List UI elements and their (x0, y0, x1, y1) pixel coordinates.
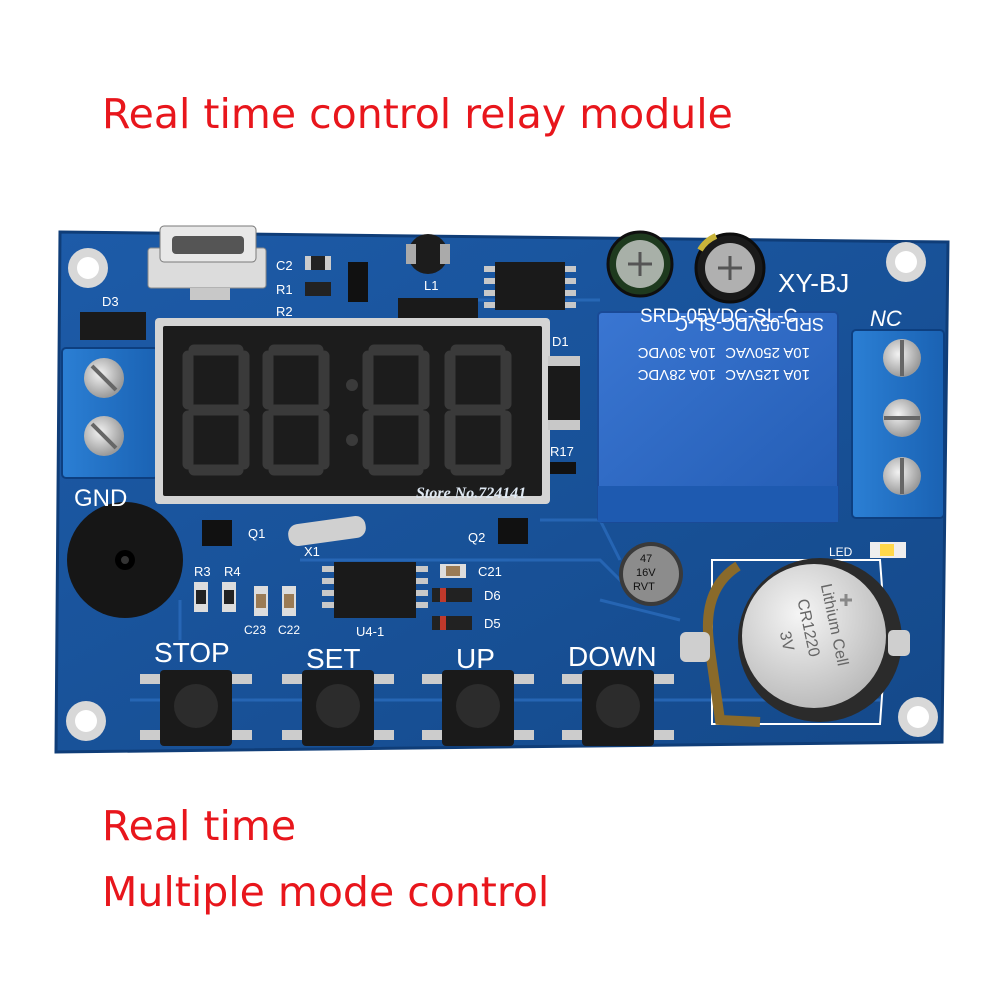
buzzer (67, 502, 183, 618)
ref-r1: R1 (276, 282, 293, 297)
down-button (562, 670, 674, 746)
relay-rating-2: 10A 30VDC (637, 344, 716, 361)
ref-c21: C21 (478, 564, 502, 579)
electrolytic-capacitors (606, 230, 766, 304)
up-button (422, 670, 534, 746)
stop-label: STOP (154, 637, 230, 668)
crystal-and-transistors (202, 515, 528, 547)
ref-r2: R2 (276, 304, 293, 319)
set-button (282, 670, 394, 746)
diode-d1 (548, 356, 580, 474)
ref-u4-1: U4-1 (356, 624, 384, 639)
cell-voltage: 3V (776, 630, 797, 653)
ref-q1: Q1 (248, 526, 265, 541)
ref-d5: D5 (484, 616, 501, 631)
gnd-label: GND (74, 485, 127, 512)
ref-r4: R4 (224, 564, 241, 579)
relay-srd-05vdc: SRD-05VDC-SL-C (597, 306, 839, 523)
mounting-holes (66, 242, 938, 741)
ref-d6: D6 (484, 588, 501, 603)
ref-r3: R3 (194, 564, 211, 579)
relay-rating-4: 10A 28VDC (637, 366, 716, 383)
led-label: LED (829, 545, 853, 559)
push-buttons (140, 670, 674, 746)
bottom-smd-components (194, 564, 472, 630)
stop-button (140, 670, 252, 746)
input-terminal-block (61, 347, 159, 479)
status-led (870, 542, 906, 558)
set-label: SET (306, 643, 360, 674)
caption-line-2: Multiple mode control (102, 868, 550, 916)
relay-rating-1: 10A 250VAC (725, 344, 810, 361)
ic-u4-1 (322, 562, 428, 618)
caption-line-1: Real time (102, 802, 297, 850)
relay-terminal-block (851, 329, 945, 519)
relay-markings: SRD-05VDC-SL-C 10A 250VAC 10A 30VDC 10A … (637, 314, 824, 383)
cap-voltage: 16V (636, 567, 656, 579)
headline-caption: Real time control relay module (102, 90, 733, 138)
seven-segment-display (155, 318, 550, 504)
cap-value: 47 (640, 553, 652, 565)
silkscreen-labels: XY-BJ GND NC LED STOP SET UP DOWN D3 D1 … (74, 258, 902, 674)
coin-cell-holder (680, 558, 910, 727)
ref-l1: L1 (424, 278, 438, 293)
micro-usb-port (147, 225, 267, 300)
model-label: XY-BJ (778, 268, 849, 298)
ref-q2: Q2 (468, 530, 485, 545)
ref-d1: D1 (552, 334, 569, 349)
capacitor-47uf: 47 16V RVT (619, 542, 683, 606)
ref-c2: C2 (276, 258, 293, 273)
down-label: DOWN (568, 641, 657, 672)
ref-r17: R17 (550, 444, 574, 459)
cap-brand: RVT (633, 581, 655, 593)
ref-c23: C23 (244, 623, 266, 637)
store-watermark: Store No.724141 (416, 485, 526, 502)
ref-x1: X1 (304, 544, 320, 559)
relay-model-text: SRD-05VDC-SL-C (640, 306, 797, 327)
ref-d3: D3 (102, 294, 119, 309)
top-smd-components (80, 234, 576, 340)
relay-rating-3: 10A 125VAC (725, 366, 810, 383)
relay-model: SRD-05VDC-SL-C (675, 314, 824, 334)
ref-c22: C22 (278, 623, 300, 637)
nc-label: NC (870, 306, 902, 331)
up-label: UP (456, 643, 495, 674)
